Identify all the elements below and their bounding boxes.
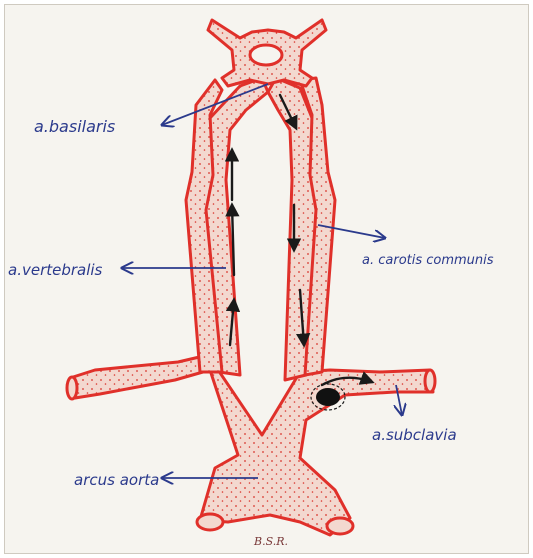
label-basilaris: a.basilaris	[34, 117, 115, 136]
circle-of-willis-lumen	[250, 45, 282, 65]
label-subclavia: a.subclavia	[372, 426, 457, 444]
signature: B.S.R.	[253, 535, 288, 548]
label-arcus: arcus aorta	[74, 471, 159, 489]
label-carotis: a. carotis communis	[362, 253, 494, 268]
stenosis-marker	[316, 388, 340, 406]
label-pointers	[122, 84, 402, 478]
label-vertebralis: a.vertebralis	[8, 261, 103, 279]
vessels	[67, 20, 435, 535]
